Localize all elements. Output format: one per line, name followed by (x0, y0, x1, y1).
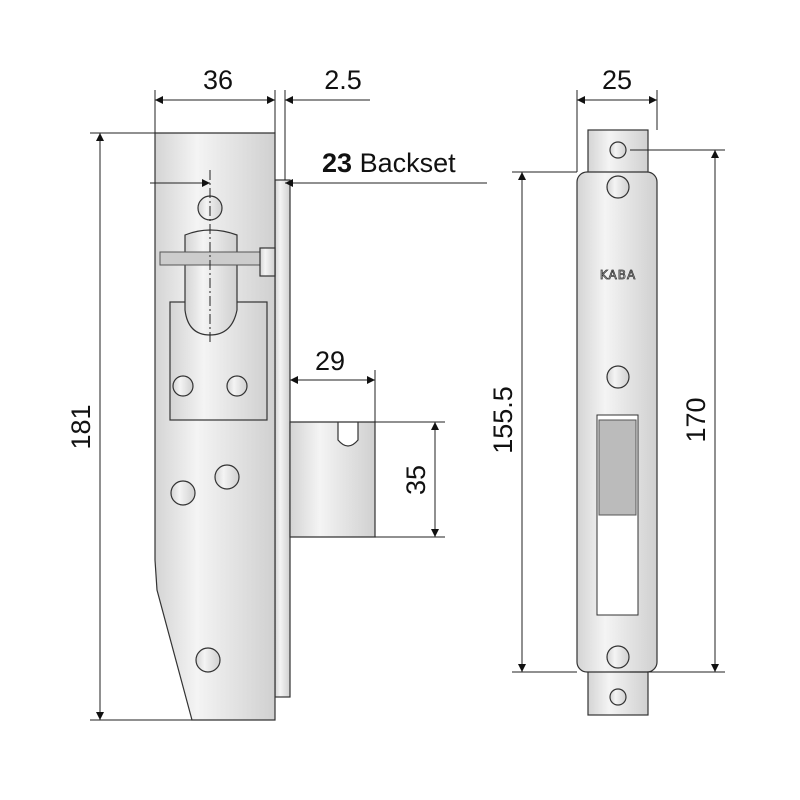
hole (195, 647, 221, 673)
screw-icon (606, 175, 630, 199)
faceplate (274, 179, 291, 698)
screw-icon (606, 645, 630, 669)
backset-label: 23 Backset (322, 148, 456, 178)
screw-icon (226, 375, 248, 397)
lock-case (154, 132, 276, 721)
kaba-logo: KABA (600, 268, 636, 282)
hook-bolt (289, 421, 376, 538)
backset-text: Backset (360, 148, 457, 178)
dimension-lines-right (512, 90, 725, 673)
screw-icon (609, 141, 627, 159)
dimension-lines-left (90, 90, 487, 721)
dim-181: 181 (66, 404, 96, 449)
dim-25: 25 (602, 65, 632, 95)
cam-follower (184, 229, 238, 336)
dim-35: 35 (401, 465, 431, 495)
dim-155-5: 155.5 (488, 386, 518, 454)
spindle (159, 251, 276, 266)
strike-keeper (598, 419, 637, 516)
spindle-clip (259, 247, 276, 277)
hole (170, 480, 196, 506)
dim-29: 29 (315, 346, 345, 376)
screw-icon (606, 365, 630, 389)
screw-icon (609, 688, 627, 706)
lock-body (154, 132, 376, 721)
hole (214, 464, 240, 490)
backset-value: 23 (322, 148, 352, 178)
dim-2-5: 2.5 (324, 65, 362, 95)
dim-170: 170 (681, 397, 711, 442)
dim-36: 36 (203, 65, 233, 95)
screw-icon (172, 375, 194, 397)
strike-plate: KABA (576, 129, 658, 716)
